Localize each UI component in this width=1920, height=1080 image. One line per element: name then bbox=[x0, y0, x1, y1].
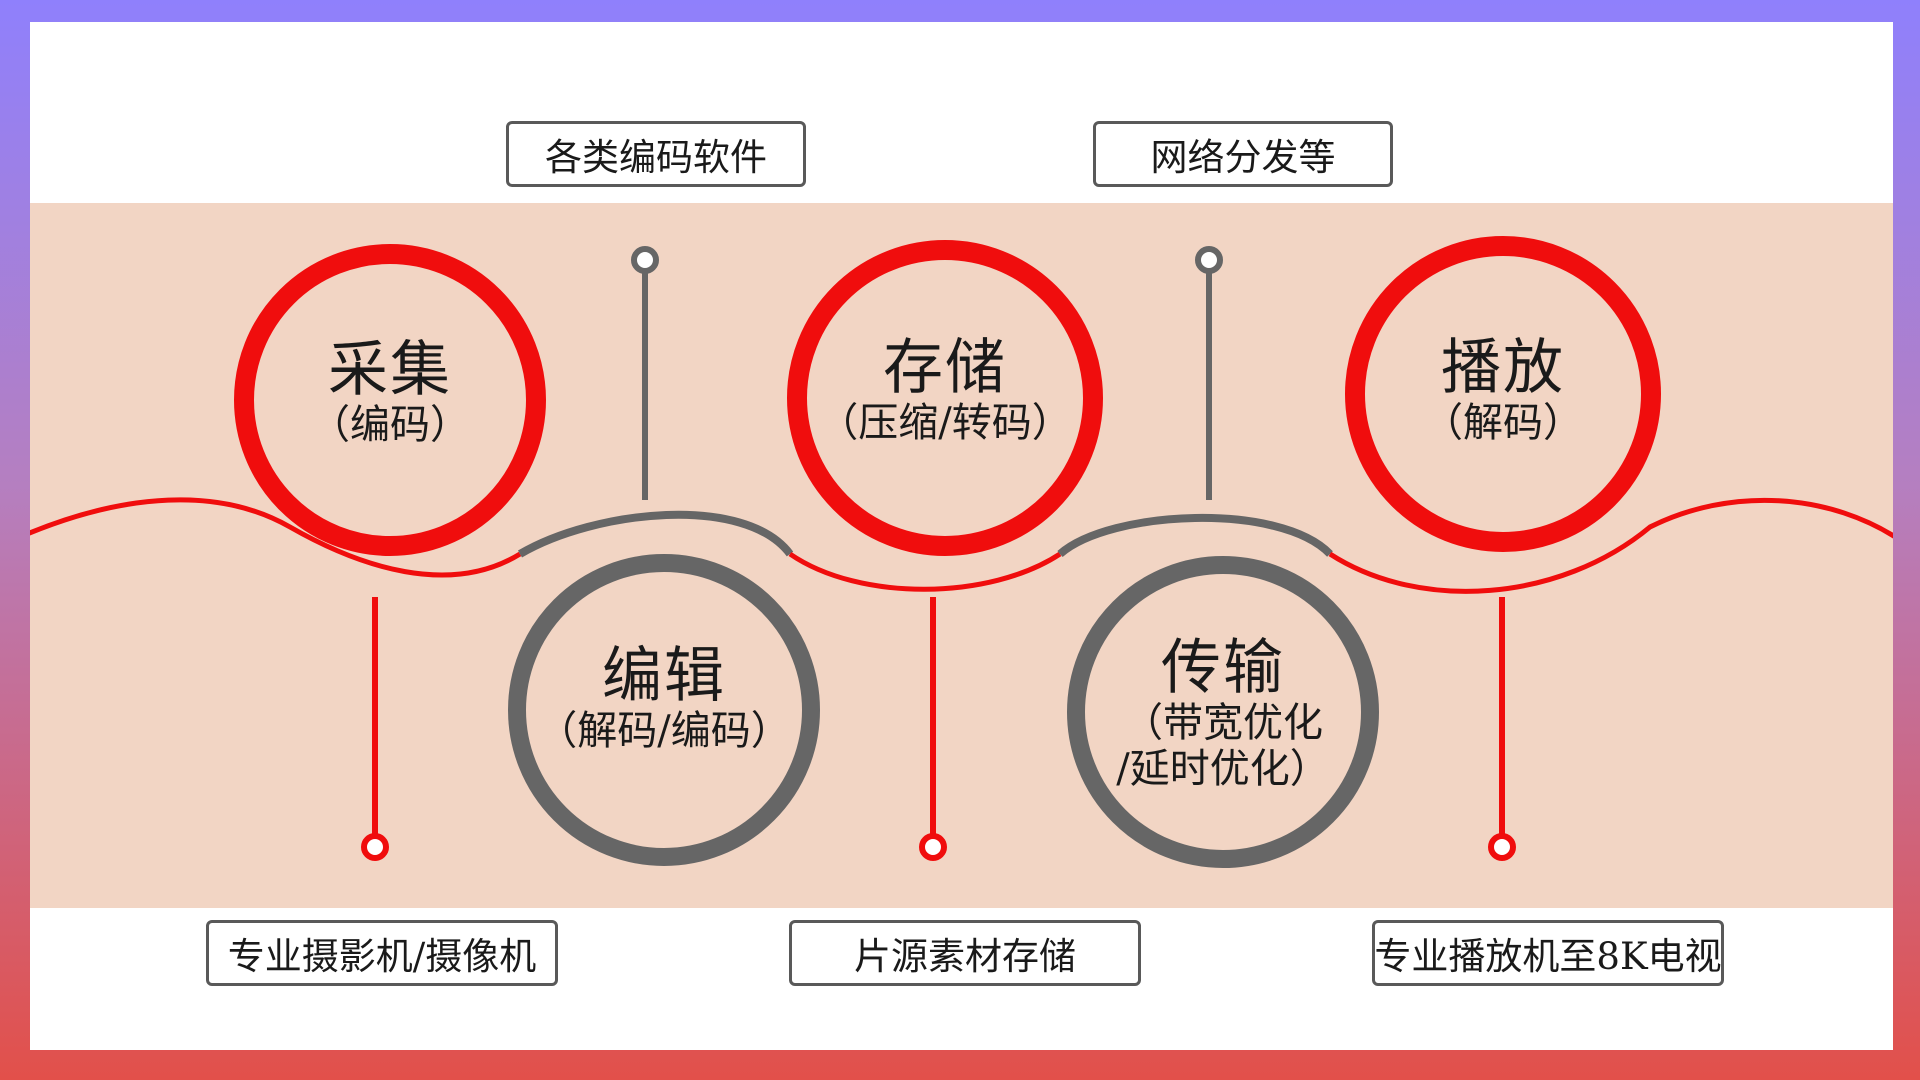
stage-title: 播放 bbox=[1441, 333, 1565, 403]
note-network-distribution: 网络分发等 bbox=[1093, 121, 1393, 187]
stage-subtitle: （解码） bbox=[1423, 400, 1583, 446]
stage-title: 存储 bbox=[883, 333, 1007, 403]
stage-ring-playback bbox=[1345, 236, 1661, 552]
note-camera: 专业摄影机/摄像机 bbox=[206, 920, 558, 986]
connector-pin-4 bbox=[1195, 246, 1223, 274]
note-player-8k-tv: 专业播放机至8K电视 bbox=[1372, 920, 1724, 986]
stage-subtitle-line2: /延时优化） bbox=[1116, 746, 1330, 792]
connector-pin-1 bbox=[361, 833, 389, 861]
wave-segment-3 bbox=[788, 551, 1062, 592]
stage-title: 编辑 bbox=[602, 641, 726, 711]
stage-subtitle: （解码/编码） bbox=[537, 708, 791, 754]
connector-pin-5 bbox=[1488, 833, 1516, 861]
stage-subtitle: （编码） bbox=[310, 402, 470, 448]
stage-title: 传输 bbox=[1161, 633, 1285, 703]
pipeline-diagram bbox=[30, 236, 1893, 868]
stage-subtitle: （带宽优化 bbox=[1123, 700, 1323, 746]
note-editing-software: 各类编码软件 bbox=[506, 121, 806, 187]
stage-ring-storage bbox=[787, 240, 1103, 556]
stage-ring-transmission bbox=[1067, 556, 1379, 868]
slide-canvas: 采集 （编码） 编辑 （解码/编码） 存储 （压缩/转码） 传输 （带宽优化 /… bbox=[30, 22, 1893, 1050]
wave-segment-2 bbox=[517, 510, 794, 558]
stage-capture: 采集 （编码） bbox=[240, 338, 540, 448]
stage-ring-edit bbox=[508, 554, 820, 866]
stage-title: 采集 bbox=[328, 335, 452, 405]
stage-ring-capture bbox=[234, 244, 546, 556]
stage-subtitle: （压缩/转码） bbox=[818, 400, 1072, 446]
note-source-storage: 片源素材存储 bbox=[789, 920, 1141, 986]
stage-playback: 播放 （解码） bbox=[1353, 336, 1653, 446]
wave-segment-5 bbox=[1328, 497, 1893, 594]
wave-segment-1 bbox=[30, 497, 522, 578]
connector-pin-2 bbox=[631, 246, 659, 274]
wave-segment-4 bbox=[1057, 514, 1333, 558]
stage-transmission: 传输 （带宽优化 /延时优化） bbox=[1073, 636, 1373, 792]
connector-pin-3 bbox=[919, 833, 947, 861]
stage-edit: 编辑 （解码/编码） bbox=[514, 644, 814, 754]
stage-storage: 存储 （压缩/转码） bbox=[795, 336, 1095, 446]
